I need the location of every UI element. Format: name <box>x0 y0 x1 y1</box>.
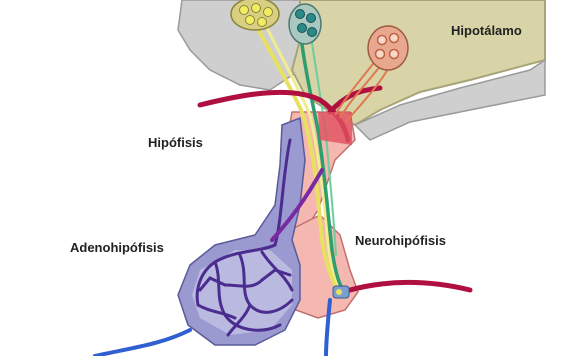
right-border <box>575 0 583 356</box>
blank-box <box>423 138 503 164</box>
axon-terminals <box>333 286 349 298</box>
label-hipotalamo: Hipotálamo <box>451 23 522 38</box>
label-hipofisis: Hipófisis <box>148 135 203 150</box>
label-adenohipofisis: Adenohipófisis <box>70 240 164 255</box>
inferior-hypophyseal-artery <box>350 282 470 290</box>
label-neurohipofisis: Neurohipófisis <box>355 233 446 248</box>
stalk-top-vessel <box>318 112 352 145</box>
